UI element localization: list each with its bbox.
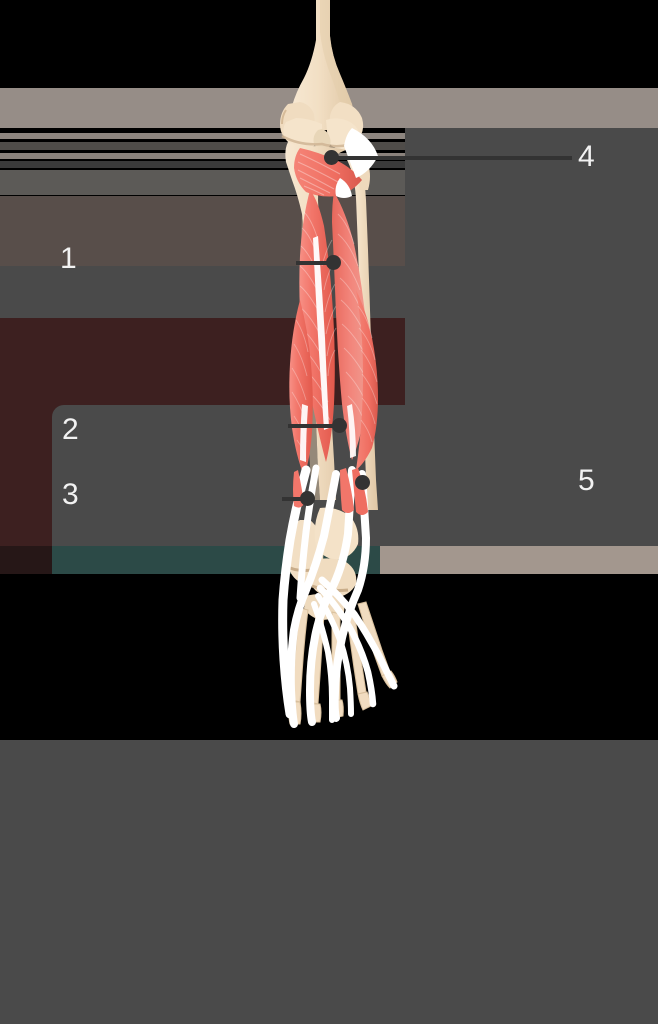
label-4-pointer-dot [324,150,339,165]
label-3-leader-line [282,497,308,501]
label-2[interactable]: 2 [62,413,79,446]
label-4-leader-line [332,156,572,160]
label-5[interactable]: 5 [578,464,595,497]
band-warm-grey [0,88,658,128]
label-2-pointer-dot [332,418,347,433]
panel-right-main [405,128,658,546]
foot-bones [288,601,398,725]
label-4[interactable]: 4 [578,140,595,173]
label-5-pointer-dot [355,475,370,490]
label-1-pointer-dot [326,255,341,270]
band-tan-right [380,546,658,574]
label-1[interactable]: 1 [60,242,77,275]
label-2-leader-line [288,424,340,428]
label-3-pointer-dot [300,491,315,506]
label-1-leader-line [296,261,334,265]
legend-panel: 1. Tibialis posterior2. Flexor hallucis … [0,740,658,1024]
label-3[interactable]: 3 [62,478,79,511]
